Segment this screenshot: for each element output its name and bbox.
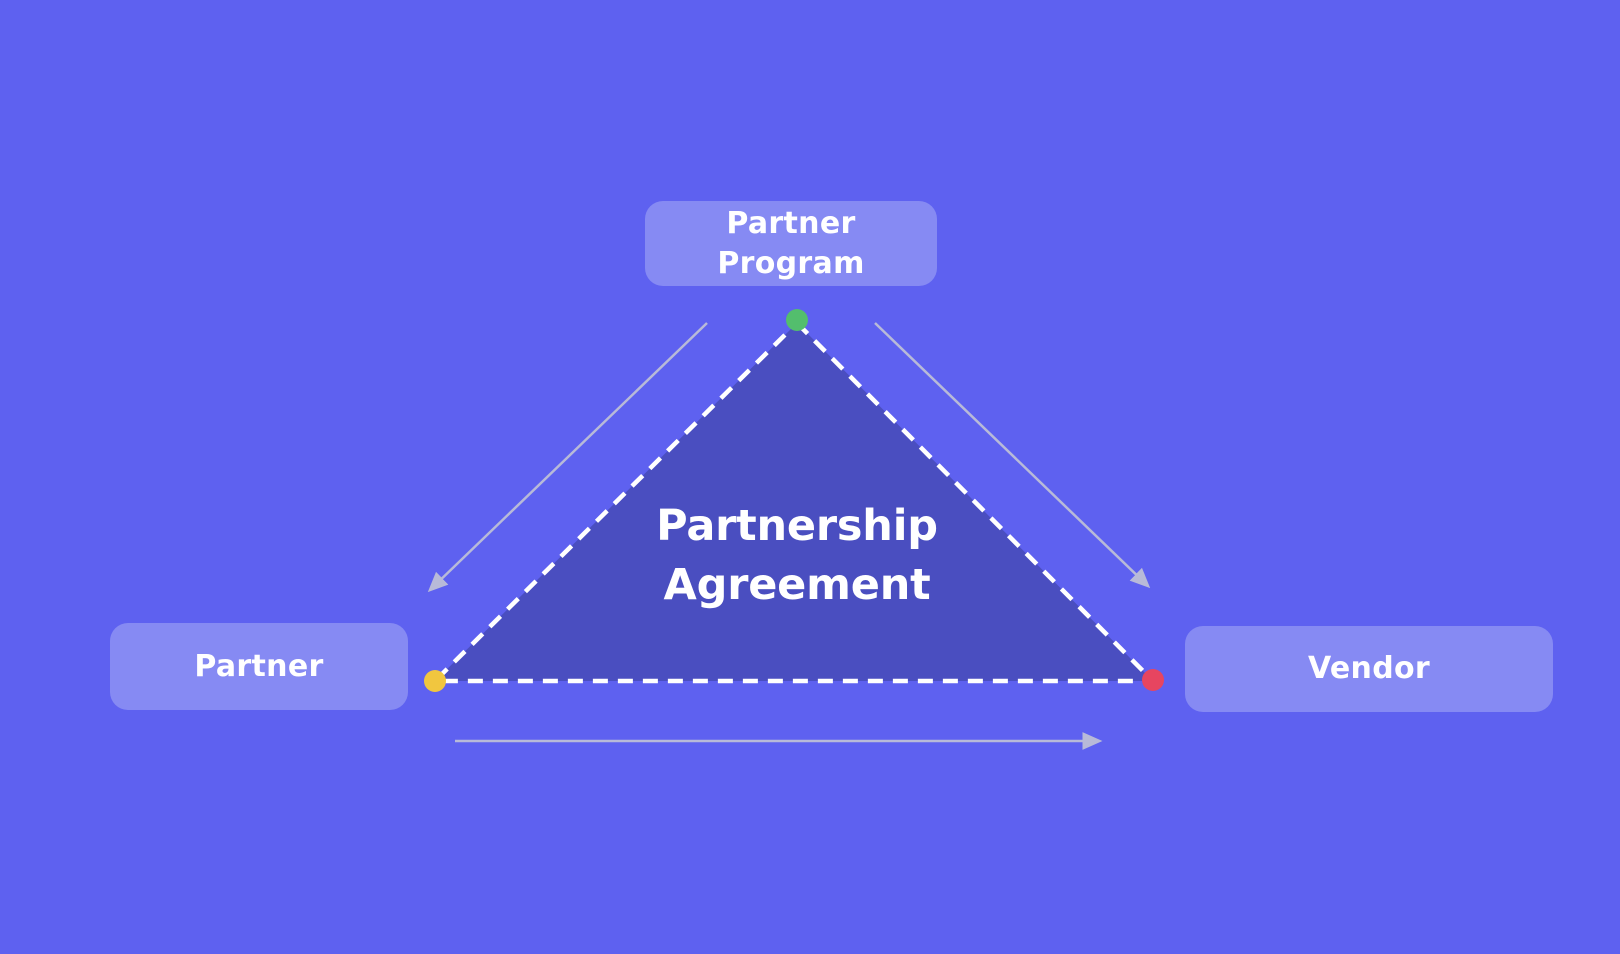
node-partner-program-label-line1: Partner xyxy=(726,205,856,241)
arrow-program-to-partner xyxy=(427,322,708,593)
vertex-dot-vendor xyxy=(1142,669,1164,691)
node-vendor: Vendor xyxy=(1185,626,1553,712)
node-vendor-label: Vendor xyxy=(1308,651,1430,686)
partnership-triangle-shape xyxy=(429,319,1159,684)
vertex-dot-partner-program xyxy=(786,309,808,331)
triangle-label-line2: Agreement xyxy=(663,560,931,610)
triangle-center-label: Partnership Agreement xyxy=(594,497,1000,615)
node-partner: Partner xyxy=(110,623,408,710)
node-partner-program-label-line2: Program xyxy=(717,245,865,281)
node-partner-program: Partner Program xyxy=(645,201,937,286)
arrow-program-to-vendor xyxy=(874,322,1151,589)
triangle-label-line1: Partnership xyxy=(656,501,938,551)
node-partner-label: Partner xyxy=(194,648,324,684)
vertex-dot-partner xyxy=(424,670,446,692)
